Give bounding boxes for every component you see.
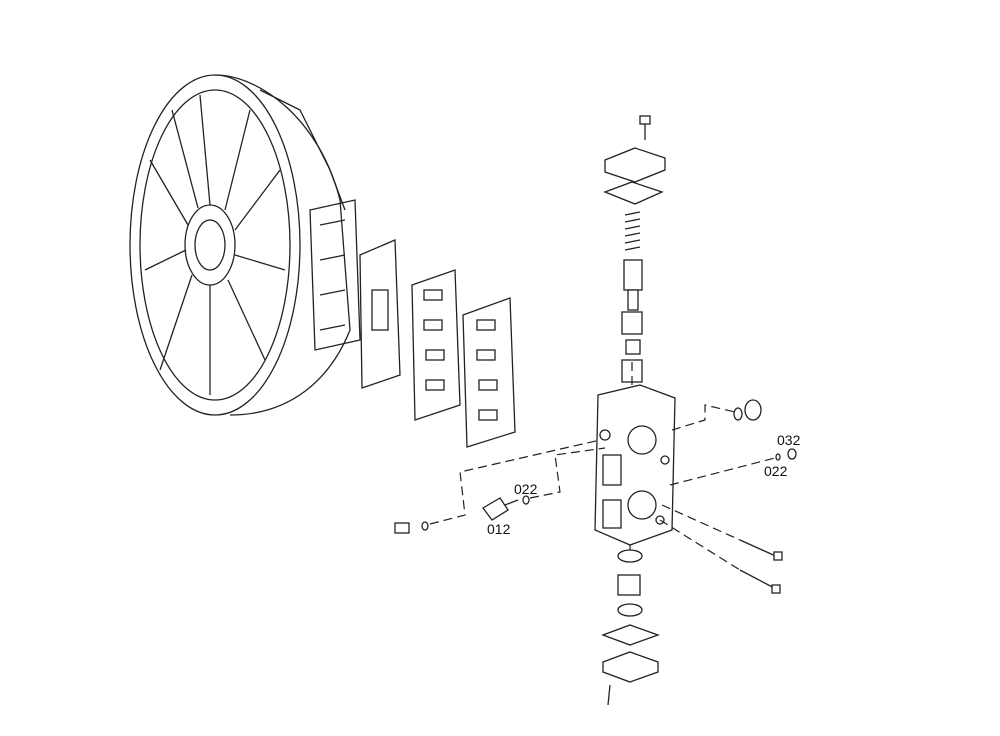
part-label-022-right: 022 bbox=[764, 463, 788, 479]
gearbox-housing bbox=[129, 74, 361, 416]
gasket-3 bbox=[462, 297, 516, 448]
upper-valve-stack bbox=[603, 115, 666, 383]
part-label-012: 012 bbox=[487, 521, 511, 537]
right-parts bbox=[733, 399, 797, 461]
valve-body bbox=[594, 384, 676, 546]
long-bolts bbox=[739, 539, 783, 594]
part-label-032: 032 bbox=[777, 432, 801, 448]
lower-valve-stack bbox=[601, 549, 660, 706]
left-parts bbox=[394, 495, 530, 534]
gasket-2 bbox=[411, 269, 461, 421]
gasket-1 bbox=[359, 239, 401, 389]
assembly-lines bbox=[429, 362, 776, 571]
part-label-022-left: 022 bbox=[514, 481, 538, 497]
